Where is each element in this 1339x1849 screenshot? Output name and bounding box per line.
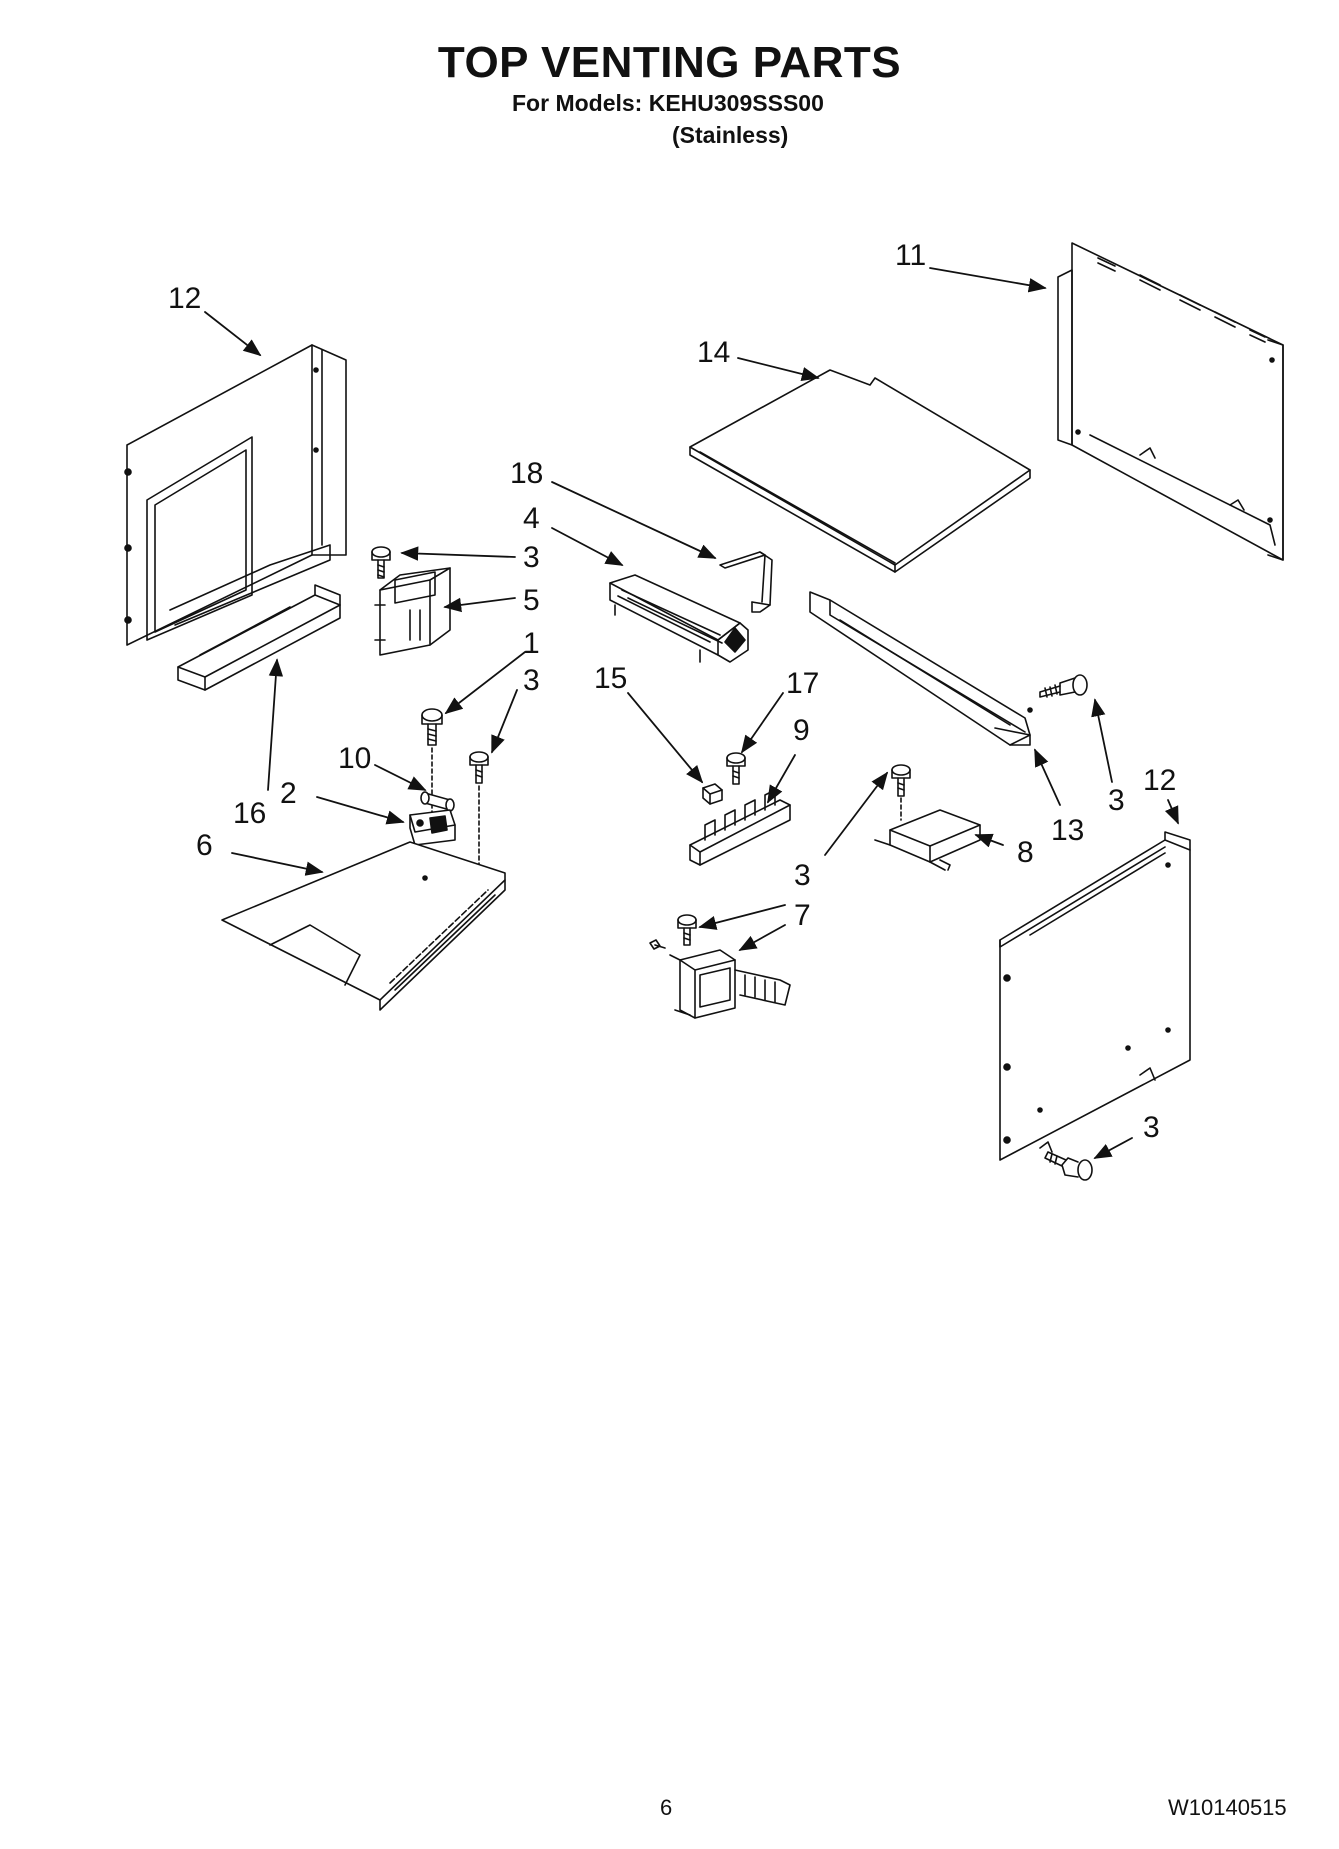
- part-17-screw: [726, 752, 746, 785]
- page-number: 6: [660, 1795, 673, 1820]
- page-title: TOP VENTING PARTS: [437, 38, 902, 87]
- callout-15: 15: [594, 662, 627, 695]
- callout-5: 5: [523, 584, 540, 617]
- models-line: For Models: KEHU309SSS00: [512, 90, 824, 116]
- part-2-fuse-holder: [409, 809, 456, 846]
- part-16-bracket: [177, 584, 341, 691]
- callout-13: 13: [1051, 814, 1084, 847]
- part-3-screw-e: [1044, 1151, 1093, 1181]
- part-9-terminal-block: [689, 789, 791, 866]
- document-number: W10140515: [1168, 1795, 1287, 1820]
- part-1-screw: [421, 708, 443, 831]
- part-14-top-panel: [689, 369, 1031, 573]
- callout-4: 4: [523, 502, 540, 535]
- callout-9: 9: [793, 714, 810, 747]
- part-3-screw-d: [1039, 674, 1088, 698]
- callout-14: 14: [697, 336, 730, 369]
- part-18-strap: [719, 551, 773, 613]
- part-3-screw-c: [891, 764, 911, 821]
- callout-18: 18: [510, 457, 543, 490]
- callout-12-right: 12: [1143, 764, 1176, 797]
- callout-3-e: 3: [1143, 1111, 1160, 1144]
- part-5-component: [374, 567, 451, 656]
- callout-3-a: 3: [523, 541, 540, 574]
- callout-10: 10: [338, 742, 371, 775]
- callout-leaders: [204, 267, 1179, 1159]
- part-10-fuse: [420, 791, 455, 812]
- part-8-module: [874, 809, 981, 871]
- callout-8: 8: [1017, 836, 1034, 869]
- part-13-rail: [809, 591, 1033, 746]
- callout-6: 6: [196, 829, 213, 862]
- callout-3-b: 3: [523, 664, 540, 697]
- callout-1: 1: [523, 627, 540, 660]
- callout-3-d: 3: [1108, 784, 1125, 817]
- callout-7: 7: [794, 899, 811, 932]
- callout-16: 16: [233, 797, 266, 830]
- part-15-nut: [702, 783, 723, 805]
- callout-17: 17: [786, 667, 819, 700]
- part-11-rear-panel: [1057, 242, 1284, 561]
- part-12-left-side-panel: [124, 344, 347, 646]
- part-4-fan-motor: [609, 574, 749, 663]
- part-3-screw-f: [677, 914, 697, 946]
- part-3-screw-a: [371, 546, 391, 579]
- part-7-transformer: [649, 939, 791, 1019]
- part-12-right-side-panel: [999, 831, 1191, 1161]
- part-6-bottom-panel: [221, 841, 506, 1011]
- callout-12-left: 12: [168, 282, 201, 315]
- callout-numbers: 12 11 14 18 4 3 5 1 3 10 2 16 6 15 17 9 …: [168, 239, 1176, 1144]
- callout-2: 2: [280, 777, 297, 810]
- variant-line: (Stainless): [672, 122, 789, 148]
- callout-11: 11: [895, 239, 926, 272]
- callout-3-c: 3: [794, 859, 811, 892]
